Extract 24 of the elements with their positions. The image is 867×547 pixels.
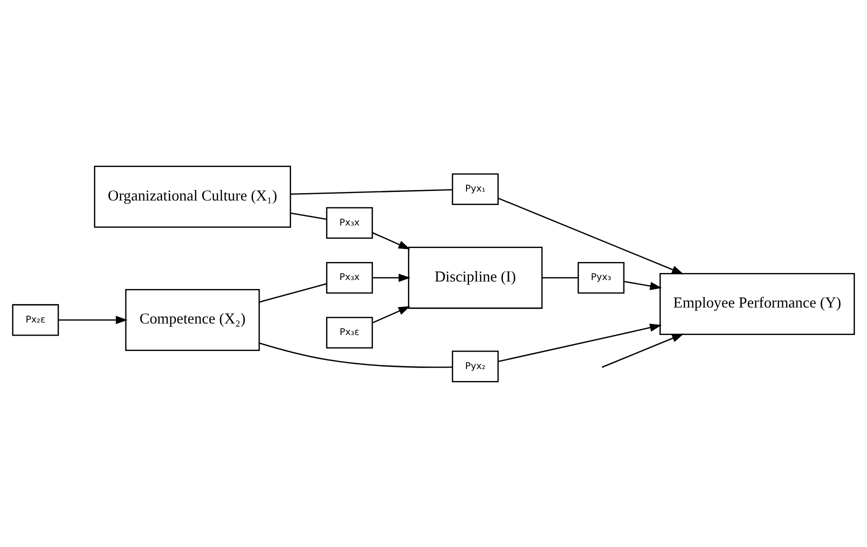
connector [259, 282, 327, 302]
node-box: Discipline (I) [408, 246, 543, 308]
connector [259, 342, 452, 368]
node-box: Px₃ε [326, 316, 373, 348]
node-box: Organizational Culture (X₁) [94, 165, 292, 228]
connector [290, 188, 452, 194]
arrow [498, 323, 662, 362]
connector [290, 212, 327, 220]
node-box: Pyx₁ [452, 172, 499, 204]
node-box: Competence (X₂) [125, 288, 260, 351]
node-box: Px₃x [326, 206, 373, 238]
arrow [58, 315, 128, 324]
node-box: Px₃x [326, 261, 373, 294]
node-box: Employee Performance (Y) [660, 272, 855, 334]
arrow [372, 232, 410, 249]
arrow [498, 197, 684, 274]
node-box: Pyx₂ [452, 350, 499, 382]
arrow [372, 306, 410, 323]
arrow [624, 280, 662, 290]
arrow [602, 333, 684, 368]
node-box: Px₂ε [12, 304, 59, 336]
connector [542, 276, 578, 278]
arrow [372, 273, 410, 282]
node-box: Pyx₃ [578, 261, 624, 294]
